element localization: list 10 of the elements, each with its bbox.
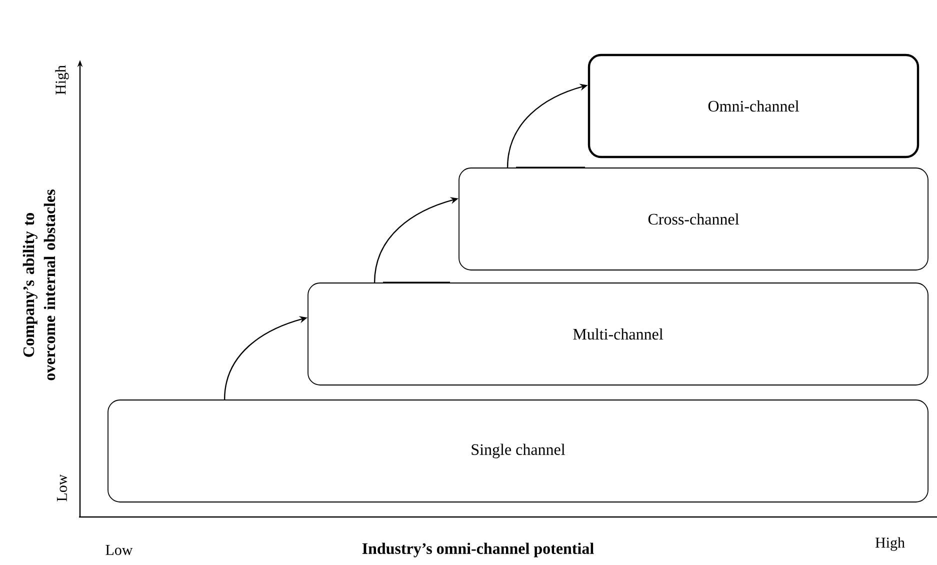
axis-title: Company’s ability to overcome internal obstacles [22, 190, 56, 380]
stage-box: Multi-channel [308, 282, 928, 386]
axis-tick-label: High [875, 537, 905, 551]
axis-tick-label: Low [57, 474, 67, 502]
axis-title: Industry’s omni-channel potential [362, 542, 594, 558]
axis-tick-label: High [55, 65, 69, 95]
stage-box: Cross-channel [458, 168, 928, 270]
stage-box: Omni-channel [588, 54, 920, 158]
axis-tick-label: Low [106, 545, 133, 555]
stage-box: Single channel [108, 400, 928, 502]
